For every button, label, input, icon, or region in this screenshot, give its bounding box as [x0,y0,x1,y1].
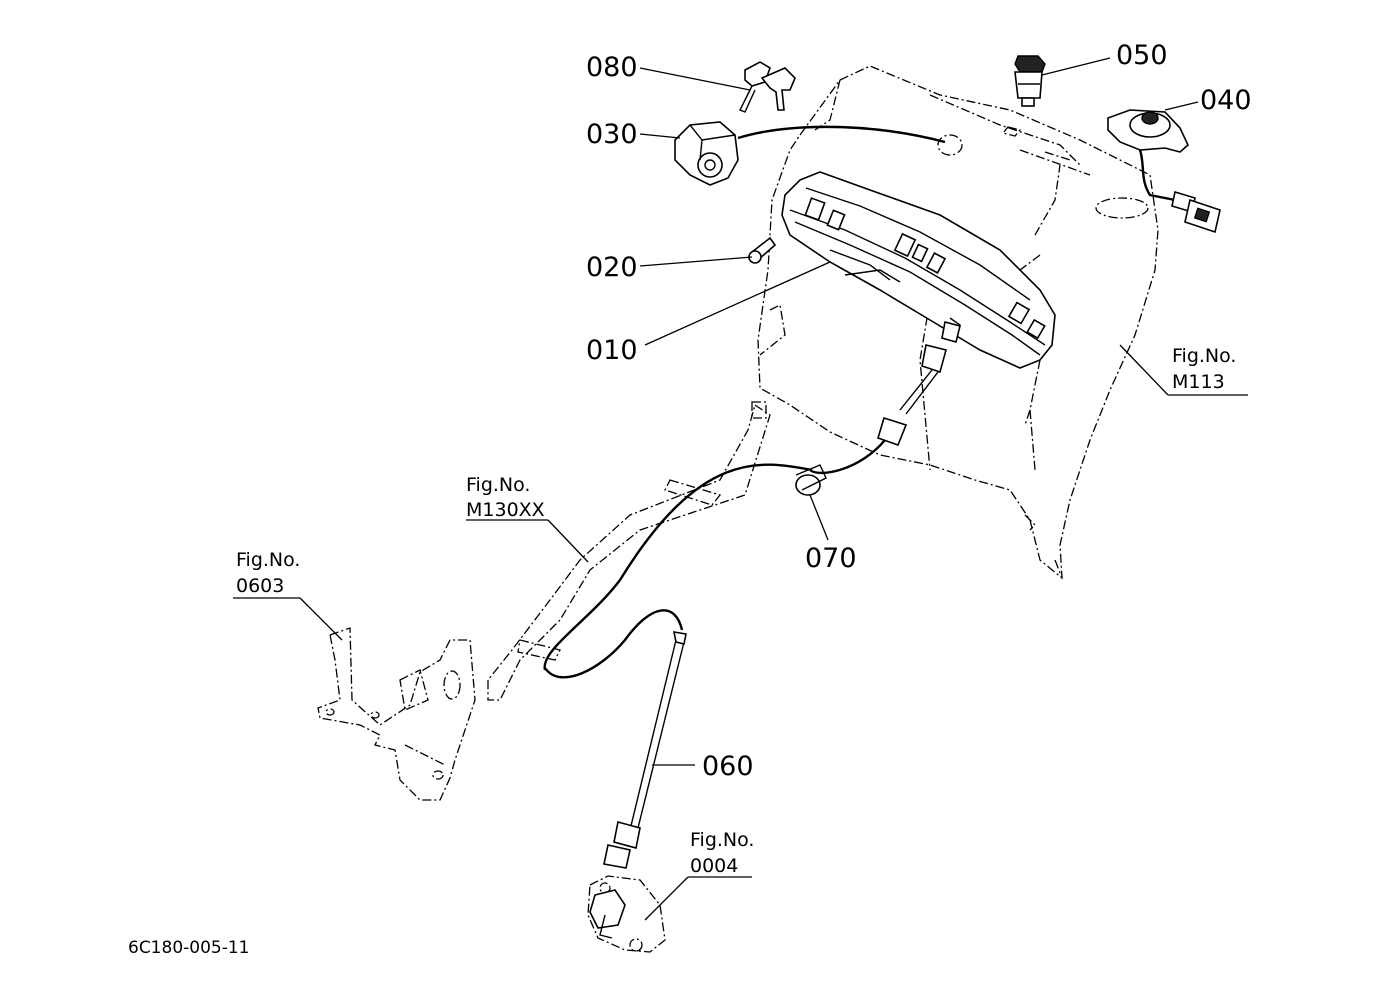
cable-clamp-part [795,464,827,496]
fig-ref-0603-number: 0603 [236,575,284,597]
instrument-panel-part [781,171,1056,369]
switch-connector-part [1014,55,1046,107]
fig-ref-0004-number: 0004 [690,855,738,877]
callout-040: 040 [1200,85,1252,116]
drawing-code: 6C180-005-11 [128,938,249,958]
frame-bracket-outline [487,401,771,701]
callout-030: 030 [586,119,638,150]
keys-part [739,61,796,113]
fig-ref-0004-label: Fig.No. [690,829,754,851]
dashboard-panel-outline [757,65,1159,580]
fig-ref-m130xx-number: M130XX [466,499,545,521]
screw-part [748,236,777,264]
callout-080: 080 [586,52,638,83]
fig-ref-0603-label: Fig.No. [236,549,300,571]
rotary-switch-part [1107,109,1221,234]
fig-ref-m113-label: Fig.No. [1172,345,1236,367]
callout-020: 020 [586,252,638,283]
meter-cable-part [543,321,961,869]
callout-070: 070 [805,543,857,574]
key-switch-part [674,121,946,186]
leader-lines [233,57,1248,921]
fig-ref-m130xx-label: Fig.No. [466,474,530,496]
fig-ref-m113-number: M113 [1172,371,1225,393]
callout-010: 010 [586,335,638,366]
callout-060: 060 [702,751,754,782]
pedal-bracket-outline [317,627,476,801]
callout-050: 050 [1116,40,1168,71]
transmission-fitting-outline [587,875,666,953]
